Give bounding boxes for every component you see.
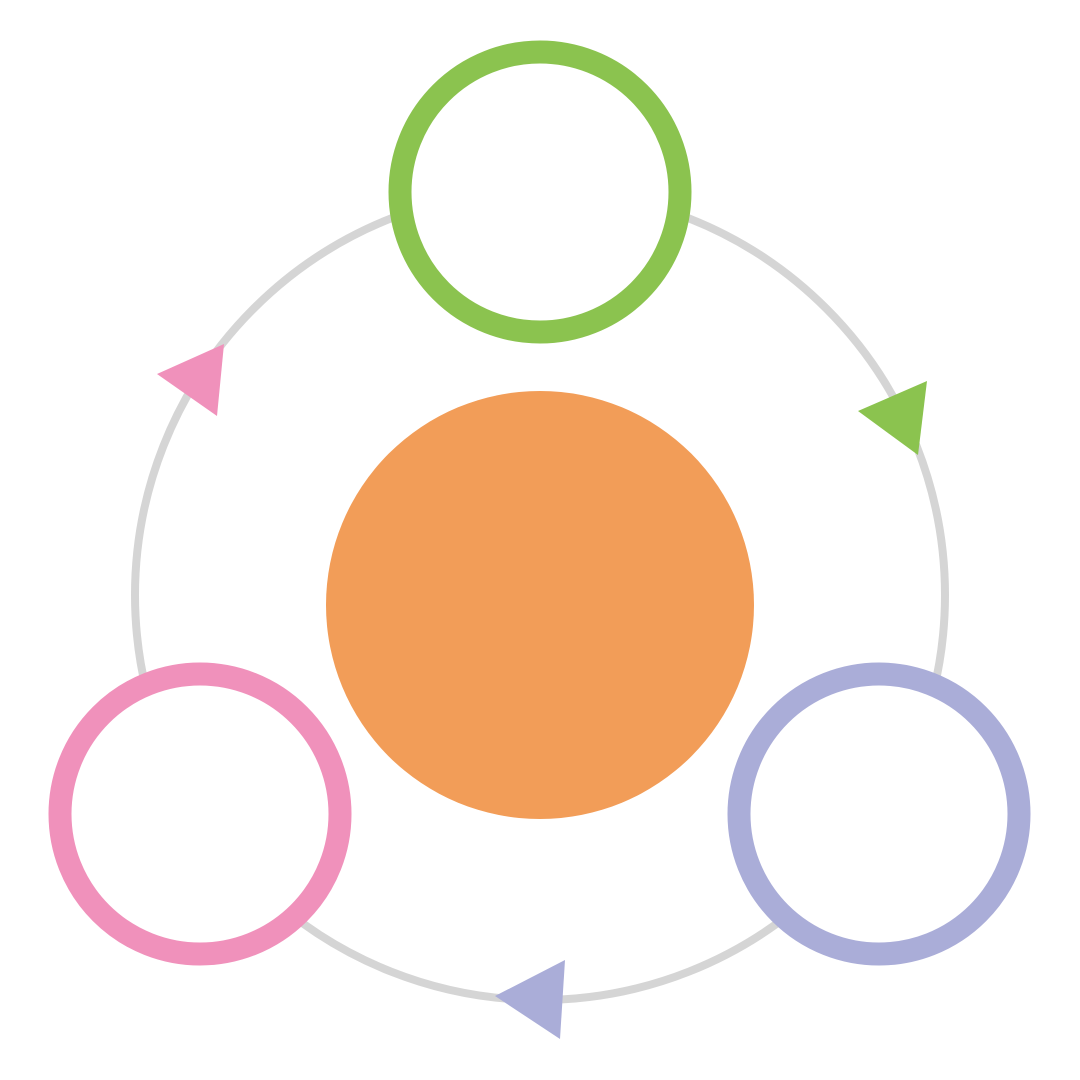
node-ring-bottom-right	[727, 662, 1031, 966]
center-circle	[326, 391, 754, 819]
node-ring-bottom-left	[48, 662, 352, 966]
arrow-bottom-left-to-top	[157, 344, 224, 416]
arrow-bottom-right-to-bottom-left	[495, 960, 565, 1039]
node-ring-top	[388, 40, 692, 344]
arrow-top-to-bottom-right	[858, 381, 927, 455]
